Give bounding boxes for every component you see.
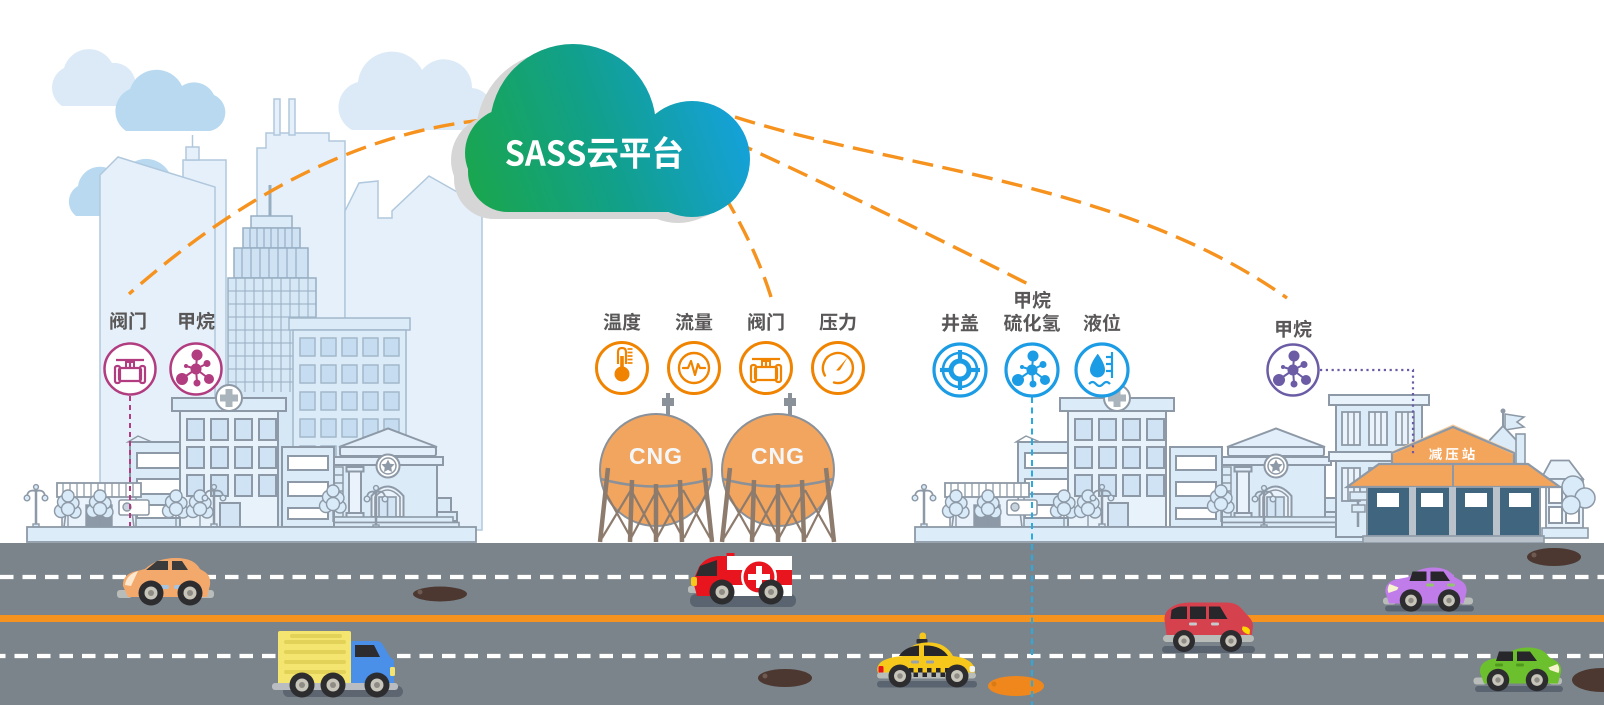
svg-text:CNG: CNG bbox=[751, 443, 805, 469]
svg-text:CNG: CNG bbox=[629, 443, 683, 469]
